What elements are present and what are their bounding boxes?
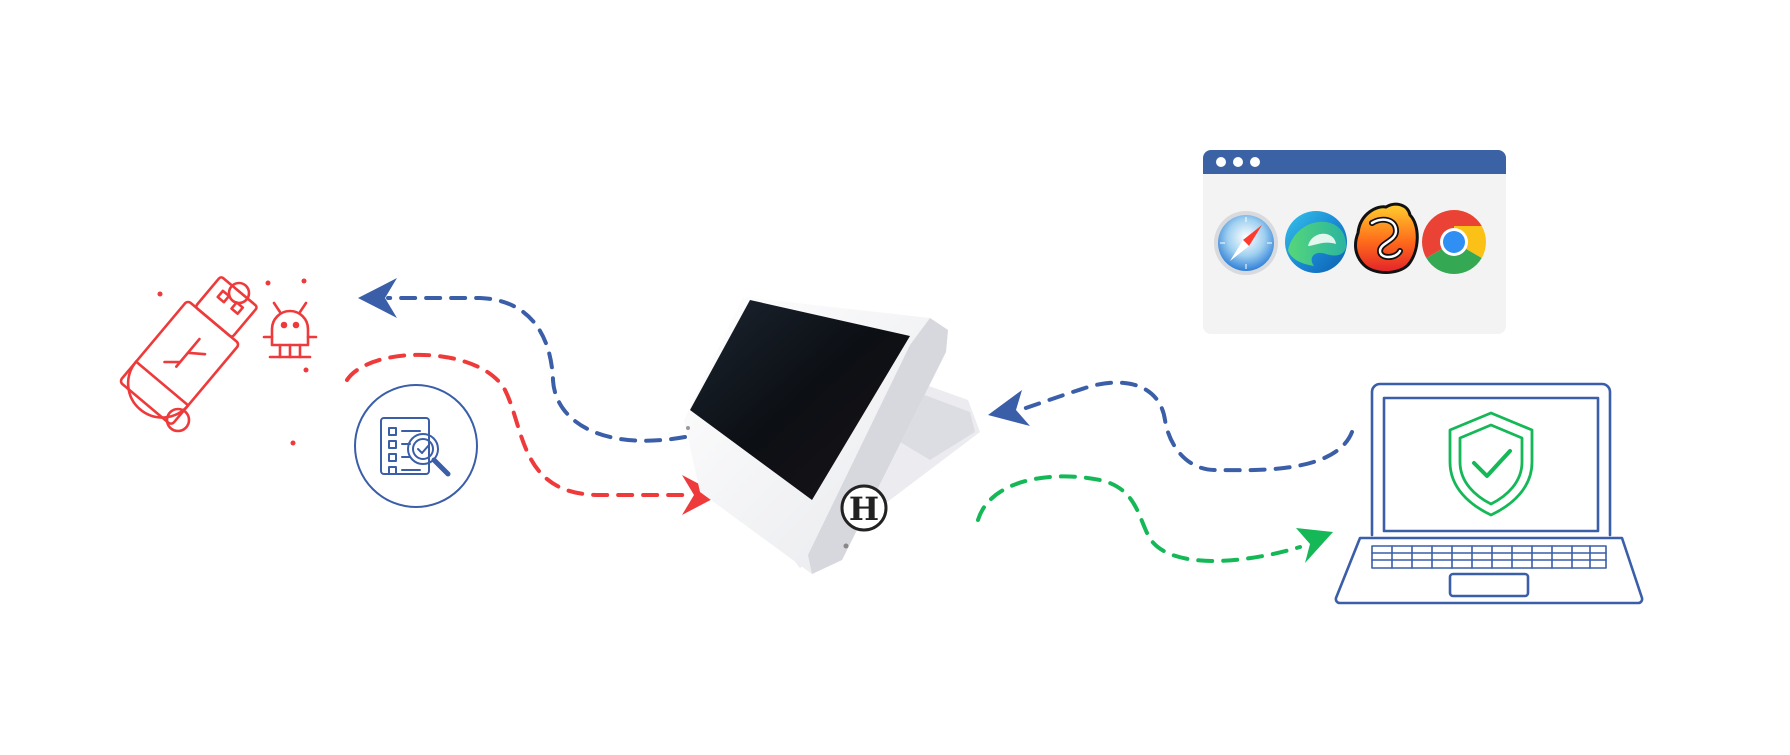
decorative-dots: [157, 278, 309, 446]
window-dot-icon: [1250, 157, 1260, 167]
edge-icon: [1285, 211, 1347, 273]
safari-icon: [1214, 211, 1278, 275]
kiosk-logo-text: H: [849, 490, 879, 528]
infected-usb-drive-icon: [119, 276, 318, 433]
laptop-shield-check-icon: [1334, 382, 1644, 605]
kiosk-logo: H: [840, 484, 888, 532]
shield-check-icon: [1448, 411, 1534, 517]
checklist-magnifier-icon: [354, 384, 478, 508]
kiosk-screen: [690, 300, 910, 500]
window-dot-icon: [1216, 157, 1226, 167]
flow-kiosk-to-laptop: [976, 474, 1333, 563]
tablet-kiosk-device-icon: H: [684, 297, 980, 574]
flow-kiosk-to-usb: [358, 278, 687, 443]
chrome-icon: [1422, 210, 1486, 274]
flow-usb-to-kiosk: [345, 352, 720, 515]
window-dot-icon: [1233, 157, 1243, 167]
flow-laptop-to-kiosk: [988, 380, 1354, 473]
brave-icon: [1354, 202, 1419, 274]
